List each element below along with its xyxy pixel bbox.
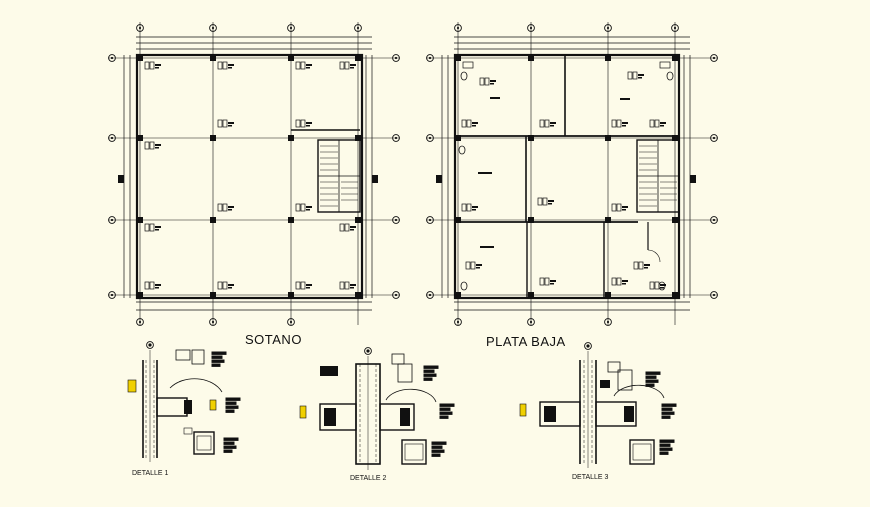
- detail-title-2: DETALLE 2: [350, 475, 387, 482]
- plan-title-plata-baja: PLATA BAJA: [486, 334, 566, 349]
- column-tags-plata-baja: [461, 71, 667, 290]
- columns-sotano: [137, 55, 361, 298]
- grid-bubbles-plata-baja: [426, 24, 718, 326]
- columns-plata-baja: [455, 55, 678, 298]
- grid-bubbles-sotano: [108, 24, 400, 326]
- detail-title-1: DETALLE 1: [132, 470, 169, 477]
- detail-3-drawing: [519, 342, 677, 468]
- detail-1-drawing: [127, 341, 241, 462]
- plan-sotano: [108, 22, 400, 325]
- plan-title-sotano: SOTANO: [245, 332, 302, 347]
- column-tags-sotano: [144, 61, 357, 290]
- plan-plata-baja: [426, 22, 718, 325]
- detail-title-3: DETALLE 3: [572, 474, 609, 481]
- detail-2-drawing: [299, 347, 455, 470]
